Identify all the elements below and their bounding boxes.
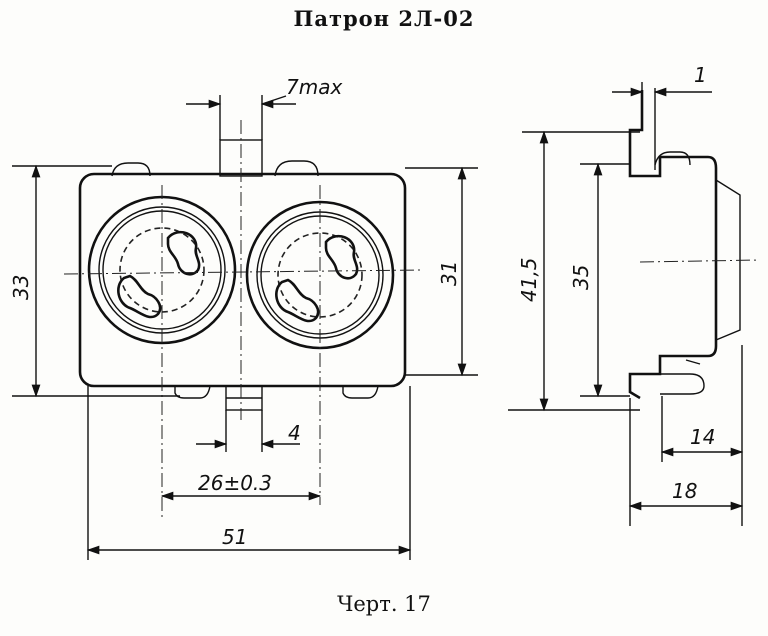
dim-height-body: 31 (437, 261, 461, 286)
dim-side-height-overall: 41,5 (517, 257, 541, 302)
slot-lower-left (117, 274, 162, 319)
side-back-step (715, 179, 741, 341)
bottom-tab-right (342, 385, 379, 399)
side-clip-top (654, 151, 691, 166)
dim-pin-max: 7max (286, 75, 342, 99)
side-centerline (639, 259, 761, 263)
horizontal-centerline (63, 269, 421, 275)
side-view (628, 88, 761, 400)
dim-socket-spacing: 26±0.3 (198, 471, 272, 495)
dim-pin-width: 4 (288, 421, 301, 445)
dim-flange: 1 (694, 63, 707, 87)
figure-caption: Черт. 17 (337, 592, 431, 616)
top-tab-left (111, 162, 151, 177)
dim-width-overall: 51 (222, 525, 247, 549)
dim-height-overall: 33 (9, 275, 33, 300)
bottom-tab-left (174, 385, 211, 399)
slot-lower-right (275, 278, 320, 323)
drawing-title: Патрон 2Л-02 (293, 6, 475, 31)
dim-side-height-inner: 35 (569, 265, 593, 290)
side-clip-bottom (660, 373, 705, 395)
front-view (63, 120, 421, 520)
side-body-outline (628, 90, 718, 400)
slot-upper-right (324, 234, 359, 280)
dim-depth-inner: 14 (690, 425, 715, 449)
front-dimensions: 7max 33 31 4 26±0.3 51 (9, 75, 478, 560)
side-dimensions: 1 41,5 35 14 18 (508, 63, 744, 526)
top-tab-right (274, 160, 319, 177)
dim-depth-overall: 18 (672, 479, 697, 503)
slot-upper-left (166, 230, 201, 276)
